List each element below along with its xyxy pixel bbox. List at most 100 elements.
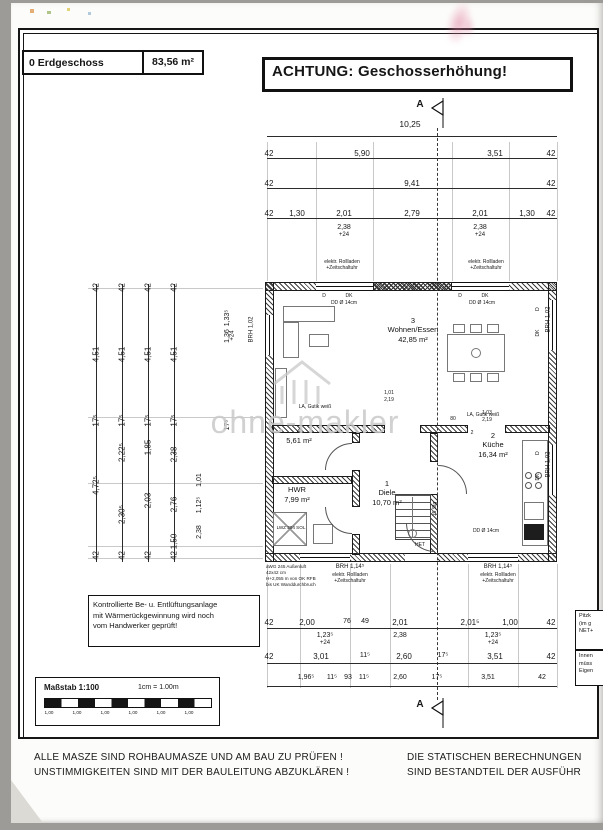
scale-mark: 1,00 — [72, 710, 82, 715]
scale-label: Maßstab 1:100 — [44, 683, 100, 692]
room-number: 3 — [410, 316, 416, 325]
window-type-label: D — [535, 451, 541, 455]
pendant-light-icon — [471, 348, 481, 358]
side-note-line: Pitzk — [579, 613, 591, 619]
stove-burner-icon — [525, 472, 532, 479]
chair — [470, 324, 482, 333]
door-arc — [325, 443, 352, 470]
extension-line — [518, 564, 519, 688]
dimension-line — [267, 628, 557, 629]
awg-note: 42x42 cm — [266, 570, 286, 575]
dim-label: 1,30 — [519, 209, 535, 218]
dim-label: 93 — [344, 674, 352, 681]
vent-duct-label: DD Ø 14cm — [330, 300, 358, 306]
dim-label: 1,00 — [502, 618, 518, 627]
extension-line — [267, 564, 268, 688]
dim-label: 1,85 — [143, 439, 153, 456]
floor-title-box: 0 Erdgeschoss 83,56 m² — [22, 50, 204, 75]
sill-height-label: BRH 1,14⁵ — [335, 564, 365, 570]
dim-label: 2,79 — [404, 209, 420, 218]
room-number: 4 — [296, 426, 302, 435]
side-note-line: Eigen — [579, 668, 594, 674]
window-type-label: D — [458, 293, 462, 299]
dim-label: 42 — [546, 209, 556, 218]
dim-label: 3,51 — [487, 149, 503, 158]
stairs-walkline — [412, 497, 413, 537]
watermark: ohne-makler — [210, 404, 400, 440]
house-logo-icon — [273, 360, 331, 404]
dim-label: 1,96⁵ — [297, 674, 315, 681]
lwz-unit: LWZ 304 SOL — [273, 512, 307, 546]
vent-duct-label: DD Ø 14cm — [468, 300, 496, 306]
dim-label: 4,51 — [169, 346, 179, 363]
dim-label: 42 — [264, 652, 274, 661]
window-type-label: D — [322, 293, 326, 299]
scale-bar — [44, 698, 212, 708]
dim-label: 2,01 — [472, 209, 488, 218]
dimension-line — [267, 663, 557, 664]
footer-note-right: DIE STATISCHEN BERECHNUNGEN SIND BESTAND… — [407, 750, 603, 780]
dim-label: 42 — [538, 674, 546, 681]
dim-label: +24 — [338, 232, 350, 238]
dim-label: 42 — [546, 179, 556, 188]
lwz-label: LWZ 304 SOL — [276, 525, 306, 530]
scale-mark: 1,00 — [184, 710, 194, 715]
side-note-line: NET+ — [579, 628, 594, 634]
dim-label: 1,23⁵ — [484, 632, 502, 639]
wall-pillar — [373, 282, 452, 291]
dim-label: 2,38 — [169, 446, 179, 463]
dim-label: 49 — [361, 618, 369, 625]
dim-label: 2,22⁵ — [117, 443, 127, 462]
ventilation-note-line: vom Handwerker geprüft! — [93, 621, 178, 630]
dim-label: 2,38 — [337, 224, 351, 231]
extension-line — [557, 142, 558, 281]
dim-label: 42 — [264, 618, 274, 627]
door-dim: 1,01 — [384, 390, 394, 396]
room-name: HWR — [288, 485, 306, 494]
room-name: Wohnen/Essen — [387, 325, 439, 334]
appliance — [524, 524, 544, 540]
stove-burner-icon — [525, 482, 532, 489]
chair — [487, 324, 499, 333]
window — [452, 282, 509, 291]
wall-segment — [352, 534, 360, 555]
door-dim: 2,19 — [384, 397, 394, 403]
section-flag-icon — [430, 98, 444, 128]
footer-line: DIE STATISCHEN BERECHNUNGEN — [407, 752, 582, 763]
paper-fold — [11, 780, 43, 823]
extension-line — [267, 142, 268, 281]
room-name: Diele — [378, 488, 396, 497]
dim-label: 11⁵ — [358, 674, 370, 681]
roller-note: elektr. Rollladen — [332, 572, 368, 578]
side-note-line: (im g — [579, 620, 592, 627]
dim-label: 17⁵ — [143, 414, 153, 427]
dimension-line — [122, 284, 123, 562]
window — [300, 553, 350, 562]
extension-line — [557, 564, 558, 688]
sofa — [283, 322, 299, 358]
dimension-line — [174, 284, 175, 562]
sill-height-label: BRH 1,14⁵ — [483, 564, 513, 570]
awg-note: bis UK Wanddurchbruch — [266, 582, 316, 587]
entrance-door-opening — [405, 553, 437, 562]
section-flag-icon — [430, 698, 444, 728]
scan-speck — [88, 12, 91, 15]
ventilation-note: Kontrollierte Be- u. Entlüftungsanlage m… — [88, 595, 260, 647]
dim-label: 42 — [117, 551, 127, 560]
dim-label: 2,38 — [196, 525, 203, 539]
side-note-line: müss — [579, 660, 593, 667]
floor-plan: LWZ 304 SOL 3 Wohnen/Essen 42,85 m² 2 Kü… — [265, 282, 557, 562]
wall-segment — [272, 425, 385, 433]
extension-line — [350, 564, 351, 688]
dim-label: 3,51 — [481, 674, 495, 681]
dim-label: 42 — [169, 551, 179, 560]
room-area: 7,99 m² — [284, 495, 310, 504]
sofa — [283, 306, 335, 322]
scale-mark: 1,00 — [156, 710, 166, 715]
dim-label: 4,51 — [143, 346, 153, 363]
dimension-line — [267, 158, 557, 159]
dim-label: 42 — [169, 283, 179, 292]
ventilation-note-line: mit Wärmerückgewinnung wird noch — [93, 610, 214, 620]
awg-note: H+2,055 m von OK RFB — [266, 576, 316, 581]
extension-line — [88, 546, 263, 547]
